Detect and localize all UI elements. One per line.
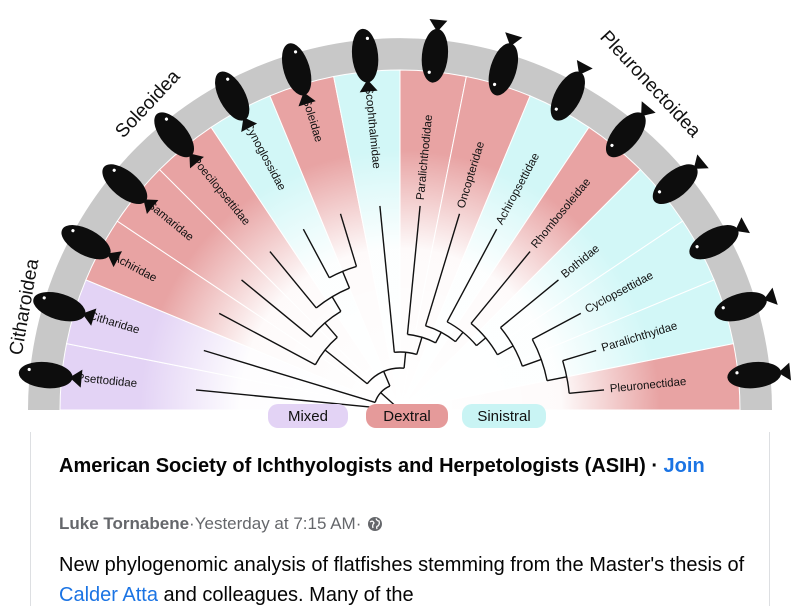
fish-silhouette-icon xyxy=(18,361,83,389)
fish-silhouette-icon xyxy=(421,19,449,83)
meta-separator: · xyxy=(189,514,195,533)
post-body-text-1: New phylogenomic analysis of flatfishes … xyxy=(59,554,745,576)
fish-silhouette-icon xyxy=(61,225,123,268)
fish-silhouette-icon xyxy=(689,217,750,260)
post-body: New phylogenomic analysis of flatfishes … xyxy=(59,550,759,610)
title-separator: · xyxy=(645,455,664,477)
fish-silhouette-icon xyxy=(102,164,159,214)
legend-swatch-dextral xyxy=(366,404,448,428)
author-name[interactable]: Luke Tornabene xyxy=(59,514,190,533)
fish-silhouette-icon xyxy=(351,28,379,93)
legend-label-mixed: Mixed xyxy=(288,408,328,425)
fish-silhouette-icon xyxy=(652,154,709,205)
meta-separator-2: · xyxy=(355,514,362,533)
phylogeny-diagram: PsettodidaeCitharidaeAchiridaeSamaridaeP… xyxy=(6,19,791,428)
fish-silhouette-icon xyxy=(488,32,523,96)
fish-silhouette-icon xyxy=(281,43,316,107)
facebook-post: American Society of Ichthyologists and H… xyxy=(30,432,770,606)
legend-swatch-sinistral xyxy=(462,404,546,428)
public-globe-icon xyxy=(367,516,383,532)
legend-swatch-mixed xyxy=(268,404,348,428)
group-name-link[interactable]: American Society of Ichthyologists and H… xyxy=(59,455,646,477)
join-link[interactable]: Join xyxy=(663,455,705,477)
post-meta: Luke Tornabene · Yesterday at 7:15 AM · xyxy=(59,514,383,534)
fish-silhouette-icon xyxy=(215,71,258,133)
calder-atta-link[interactable]: Calder Atta xyxy=(59,584,158,606)
family-label-psettodidae: Psettodidae xyxy=(76,372,138,390)
legend-label-sinistral: Sinistral xyxy=(477,408,530,425)
fish-silhouette-icon xyxy=(550,60,593,121)
fish-silhouette-icon xyxy=(154,112,204,169)
post-timestamp[interactable]: Yesterday at 7:15 AM xyxy=(194,514,356,533)
fish-silhouette-icon xyxy=(714,287,778,322)
legend-label-dextral: Dextral xyxy=(383,408,431,425)
post-body-text-2: and colleagues. Many of the xyxy=(157,584,414,606)
fish-silhouette-icon xyxy=(727,361,791,389)
post-title: American Society of Ichthyologists and H… xyxy=(59,452,749,480)
fish-silhouette-icon xyxy=(33,291,97,326)
fish-silhouette-icon xyxy=(605,101,656,158)
